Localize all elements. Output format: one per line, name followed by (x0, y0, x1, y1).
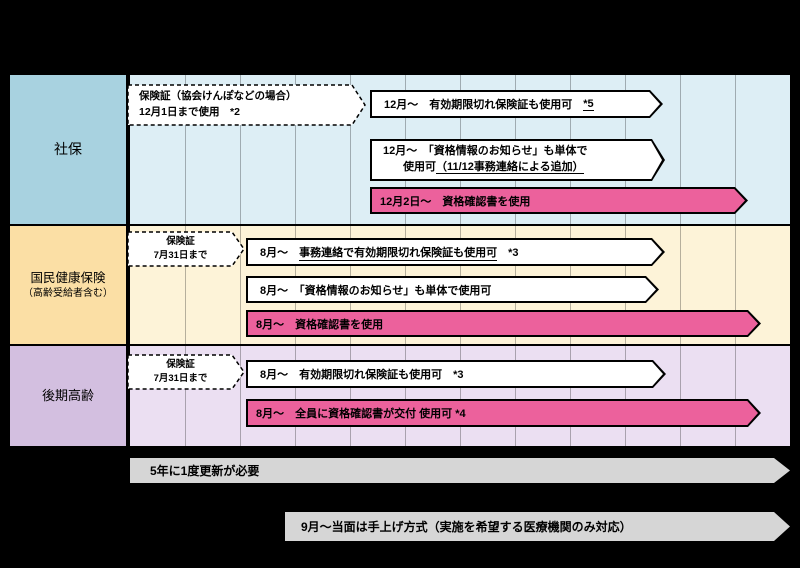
arrow-fill (248, 312, 758, 336)
month-gridline (295, 75, 296, 224)
month-gridline (185, 75, 186, 224)
arrow-text: 12月～ 有効期限切れ保険証も使用可 *5 (370, 90, 650, 118)
text-line: 保険証 (166, 235, 195, 247)
arrow-text: 8月～ 資格確認書を使用 (256, 318, 384, 331)
month-gridline (680, 75, 681, 224)
arrow-dashed-hokensho-kokuho: 保険証 7月31日まで (127, 231, 246, 267)
dashed-arrow-shape (127, 231, 245, 267)
text-line: 12月～ 「資格情報のお知らせ」も単体で (383, 144, 588, 160)
month-gridline (185, 346, 186, 446)
text-line: 保険証（協会けんぽなどの場合） (139, 90, 297, 103)
month-gridline (240, 346, 241, 446)
text-segment: 8月～ (260, 247, 300, 259)
arrow-text: 9月～当面は手上げ方式（実施を希望する医療機関のみ対応） (301, 520, 632, 534)
arrow-text: 保険証 7月31日まで (127, 354, 234, 390)
arrow-fill (372, 189, 745, 213)
month-gridline (570, 346, 571, 446)
month-gridline (185, 226, 186, 344)
arrow-text: 保険証（協会けんぽなどの場合） 12月1日まで使用 *2 (127, 84, 355, 126)
month-gridline (735, 226, 736, 344)
month-gridline (240, 75, 241, 224)
arrow-fill (372, 92, 660, 117)
arrow-kakuninsho-kokuho: 8月～ 資格確認書を使用 (246, 310, 761, 337)
text-line: 使用可（11/12事務連絡による追加） (403, 160, 584, 176)
arrow-shikaku-info-kokuho: 8月～ 「資格情報のお知らせ」も単体で使用可 (246, 276, 659, 303)
month-gridline (405, 346, 406, 446)
dashed-arrow-shape (127, 84, 366, 126)
arrow-text: 8月～ 事務連絡で有効期限切れ保険証も使用可 *3 (246, 238, 652, 266)
arrow-fill (372, 141, 662, 180)
row-label-text: 後期高齢 (41, 387, 94, 403)
arrow-text: 8月～ 「資格情報のお知らせ」も単体で使用可 (260, 284, 492, 297)
arrow-fill (248, 278, 656, 302)
text-segment-underlined: 事務連絡で有効期限切れ保険証も使用可 (299, 244, 498, 261)
arrow-text: 12月2日～ 資格確認書を使用 (380, 195, 531, 208)
text-line: 7月31日まで (153, 373, 208, 384)
arrow-fill (248, 362, 663, 387)
month-gridline (680, 346, 681, 446)
text-line: 12月1日まで使用 *2 (139, 106, 240, 118)
month-gridline (240, 226, 241, 344)
arrow-dashed-hokensho-kouki: 保険証 7月31日まで (127, 354, 246, 390)
text-segment: 12月～ 「資格情報のお知らせ」も単体で (383, 145, 588, 158)
month-gridline (350, 75, 351, 224)
month-gridline (350, 346, 351, 446)
text-line: 7月31日まで (153, 250, 208, 261)
text-segment-underlined: （11/12事務連絡による追加） (436, 161, 584, 174)
row-label-shaho: 社保 (10, 75, 128, 224)
text-segment: 12月～ 有効期限切れ保険証も使用可 (384, 99, 584, 111)
renewal-note-arrow: 5年に1度更新が必要 (130, 458, 790, 483)
row-label-text: 社保 (54, 141, 82, 158)
arrow-text: 8月～ 有効期限切れ保険証も使用可 *3 (260, 369, 464, 381)
arrow-text: 8月～ 全員に資格確認書が交付 使用可 *4 (256, 408, 466, 420)
row-label-kokuho: 国民健康保険 （高齢受給者含む） (10, 226, 128, 344)
arrow-text: 5年に1度更新が必要 (150, 464, 260, 478)
month-gridline (460, 346, 461, 446)
arrow-kakuninsho-kouki: 8月～ 全員に資格確認書が交付 使用可 *4 (246, 399, 761, 427)
teage-note-arrow: 9月～当面は手上げ方式（実施を希望する医療機関のみ対応） (285, 512, 790, 541)
month-gridline (680, 226, 681, 344)
text-segment: 使用可 (403, 161, 436, 173)
arrow-expired-card-kokuho: 8月～ 事務連絡で有効期限切れ保険証も使用可 *3 (246, 238, 665, 266)
arrow-dashed-hokensho-shaho: 保険証（協会けんぽなどの場合） 12月1日まで使用 *2 (127, 84, 367, 126)
arrow-expired-card-shaho: 12月～ 有効期限切れ保険証も使用可 *5 (370, 90, 663, 118)
arrow-text: 保険証 7月31日まで (127, 231, 234, 267)
arrow-shikaku-info-shaho: 12月～ 「資格情報のお知らせ」も単体で 使用可（11/12事務連絡による追加） (370, 139, 665, 181)
arrow-fill (248, 401, 758, 426)
month-gridline (295, 346, 296, 446)
month-gridline (515, 346, 516, 446)
text-segment-underlined: *5 (583, 97, 594, 111)
row-label-text: 国民健康保険 (30, 271, 106, 286)
text-segment: *3 (497, 247, 519, 259)
month-gridline (735, 346, 736, 446)
arrow-expired-card-kouki: 8月～ 有効期限切れ保険証も使用可 *3 (246, 360, 666, 388)
chart-area: 社保 国民健康保険 （高齢受給者含む） 後期高齢 (10, 75, 790, 446)
dashed-arrow-shape (127, 354, 245, 390)
row-sublabel-text: （高齢受給者含む） (23, 287, 113, 299)
month-gridline (735, 75, 736, 224)
arrow-kakuninsho-shaho: 12月2日～ 資格確認書を使用 (370, 187, 748, 214)
text-line: 保険証 (166, 358, 195, 370)
row-label-kouki: 後期高齢 (10, 346, 128, 446)
arrow-text: 12月～ 「資格情報のお知らせ」も単体で 使用可（11/12事務連絡による追加） (370, 139, 652, 181)
month-gridline (625, 346, 626, 446)
